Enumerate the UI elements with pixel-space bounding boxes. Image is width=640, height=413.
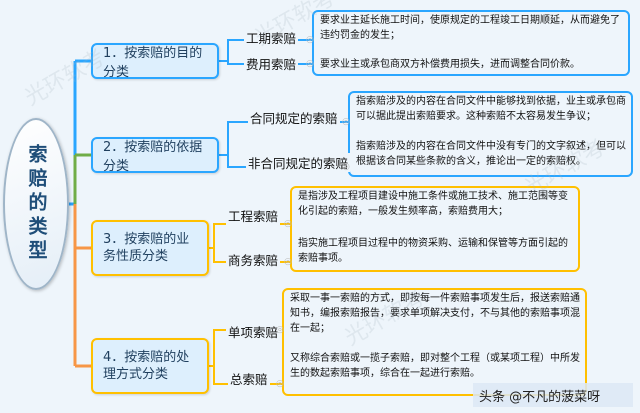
subtype-description: 指索赔涉及的内容在合同文件中能够找到依据，业主或承包商可以据此提出索赔要求。这种…	[356, 96, 626, 122]
connector-c1-split	[219, 39, 240, 65]
source-badge: 头条 @不凡的菠菜呀	[473, 383, 633, 407]
subtype-description: 指索赔涉及的内容在合同文件中没有专门的文字叙述，但可以根据该合同某些条款的含义，…	[356, 141, 626, 167]
desc-bracket-c2	[348, 91, 633, 177]
connector-dot-icon: ◎	[284, 257, 292, 267]
subtype-description: 要求业主或承包商双方补偿费用损失，进而调整合同价款。	[320, 59, 580, 70]
category-label: 2．按索赔的依据分类	[103, 140, 203, 174]
connector-c3-split	[209, 223, 222, 263]
subtype-description: 是指涉及工程项目建设中施工条件或施工技术、施工范围等变化引起的索赔，一般发生频率…	[298, 191, 568, 217]
category-label: 1．按索赔的目的分类	[103, 46, 203, 80]
subtype-description: 又称综合索赔或一揽子索赔，即对整个工程（或某项工程）中所发生的数起索赔事项，综合…	[290, 353, 580, 379]
category-node-handling-method: 4．按索赔的处理方式分类	[91, 338, 209, 394]
root-node: 索赔的类型	[3, 118, 69, 290]
category-node-business-nature: 3．按索赔的业务性质分类	[91, 220, 209, 276]
category-label: 4．按索赔的处理方式分类	[103, 350, 190, 382]
subtype-label: 总索赔	[228, 369, 270, 388]
subtype-label: 商务索赔	[226, 250, 281, 269]
desc-bracket-c1	[312, 10, 630, 76]
source-badge-text: 头条 @不凡的菠菜呀	[479, 389, 601, 405]
connector-dot-icon: ◎	[306, 35, 314, 45]
connector-dot-icon: ◎	[342, 117, 350, 127]
connector-dot-icon: ◎	[284, 219, 292, 229]
subtype-label: 合同规定的索赔	[248, 108, 340, 127]
desc-bracket-c4	[282, 288, 587, 396]
desc-bracket-c3	[290, 186, 580, 272]
root-label: 索赔的类型	[25, 144, 48, 264]
category-node-basis: 2．按索赔的依据分类	[91, 137, 219, 174]
subtype-label: 工程索赔	[226, 206, 281, 225]
subtype-description: 指实施工程项目过程中的物资采购、运输和保管等方面引起的索赔事项。	[298, 238, 568, 264]
connector-c4-split	[209, 329, 222, 385]
subtype-description: 采取一事一索赔的方式，即按每一件索赔事项发生后，报送索赔通知书，编报索赔报告，要…	[290, 293, 580, 334]
subtype-label: 非合同规定的索赔	[246, 153, 351, 172]
category-label: 3．按索赔的业务性质分类	[103, 232, 190, 264]
connector-dot-icon: ◎	[306, 59, 314, 69]
subtype-description: 要求业主延长施工时间，使原规定的工程竣工日期顺延，从而避免了违约罚金的发生；	[320, 15, 620, 41]
subtype-label: 单项索赔	[226, 322, 281, 341]
connector-c2-split	[219, 121, 240, 168]
subtype-label: 工期索赔	[244, 28, 299, 47]
connector-dot-icon: ◎	[342, 162, 350, 172]
connector-dot-icon: ◎	[276, 379, 284, 389]
subtype-label: 费用索赔	[244, 54, 299, 73]
connector-dot-icon: ◎	[276, 325, 284, 335]
category-node-purpose: 1．按索赔的目的分类	[91, 43, 219, 80]
